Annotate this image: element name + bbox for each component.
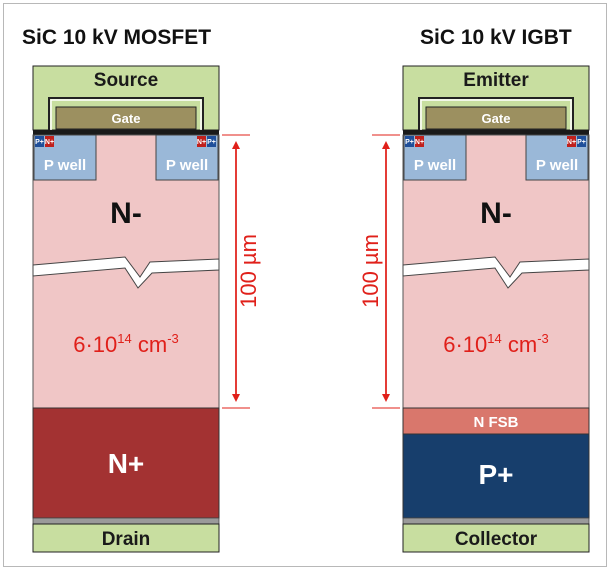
- n-plus-contact-left: [415, 136, 424, 147]
- n-plus-contact-left: [45, 136, 54, 147]
- gate-label: Gate: [112, 111, 141, 126]
- mosfet-title: SiC 10 kV MOSFET: [22, 26, 211, 49]
- igbt-device: SiC 10 kV IGBT Emitter Gate P well P wel…: [358, 26, 590, 553]
- thickness-label: 100 µm: [358, 234, 383, 308]
- substrate-label: N+: [108, 448, 145, 479]
- n-plus-label-left: N+: [415, 139, 424, 146]
- collector-label: Collector: [455, 529, 538, 550]
- p-well-right-label: P well: [166, 157, 208, 174]
- source-contact-wire-inner: [50, 99, 202, 134]
- p-plus-label-left: P+: [405, 139, 414, 146]
- n-plus-contact-right: [567, 136, 576, 147]
- doping-concentration: 6·1014 cm-3: [73, 331, 179, 357]
- gate-oxide: [33, 130, 219, 135]
- drift-label: N-: [480, 197, 512, 230]
- n-plus-substrate: [32, 407, 220, 519]
- p-plus-label-left: P+: [35, 139, 44, 146]
- drain-terminal: [32, 523, 220, 553]
- emitter-contact-wire: [418, 97, 574, 134]
- p-plus-substrate: [402, 433, 590, 519]
- gate-electrode: [425, 106, 567, 130]
- n-plus-contact-right: [197, 136, 206, 147]
- p-plus-contact-left: [35, 136, 44, 147]
- p-well-left: [403, 134, 467, 181]
- n-plus-label-right: N+: [567, 139, 576, 146]
- drain-metal: [32, 517, 220, 525]
- p-well-left-label: P well: [44, 157, 86, 174]
- p-plus-label-right: P+: [207, 139, 216, 146]
- mosfet-device: SiC 10 kV MOSFET Source Gate P well P we…: [22, 26, 261, 553]
- p-plus-contact-right: [577, 136, 586, 147]
- source-contact-wire: [48, 97, 204, 134]
- drift-label: N-: [110, 197, 142, 230]
- gate-electrode: [55, 106, 197, 130]
- buffer-label: N FSB: [474, 414, 519, 431]
- source-label: Source: [94, 70, 158, 91]
- emitter-contact-wire-inner: [420, 99, 572, 134]
- p-plus-contact-right: [207, 136, 216, 147]
- p-well-left: [33, 134, 97, 181]
- drain-label: Drain: [102, 529, 151, 550]
- emitter-label: Emitter: [463, 70, 529, 91]
- p-plus-contact-left: [405, 136, 414, 147]
- n-plus-label-right: N+: [197, 139, 206, 146]
- gate-oxide: [403, 130, 589, 135]
- axis-break-mark: [32, 256, 220, 289]
- p-plus-label-right: P+: [577, 139, 586, 146]
- p-well-left-label: P well: [414, 157, 456, 174]
- collector-metal: [402, 517, 590, 525]
- igbt-title: SiC 10 kV IGBT: [420, 26, 572, 49]
- substrate-label: P+: [478, 459, 513, 490]
- n-plus-label-left: N+: [45, 139, 54, 146]
- p-well-right-label: P well: [536, 157, 578, 174]
- axis-break-mark: [402, 256, 590, 289]
- p-well-right: [525, 134, 589, 181]
- gate-label: Gate: [482, 111, 511, 126]
- collector-terminal: [402, 523, 590, 553]
- doping-concentration: 6·1014 cm-3: [443, 331, 549, 357]
- field-stop-buffer: [402, 407, 590, 435]
- thickness-label: 100 µm: [236, 234, 261, 308]
